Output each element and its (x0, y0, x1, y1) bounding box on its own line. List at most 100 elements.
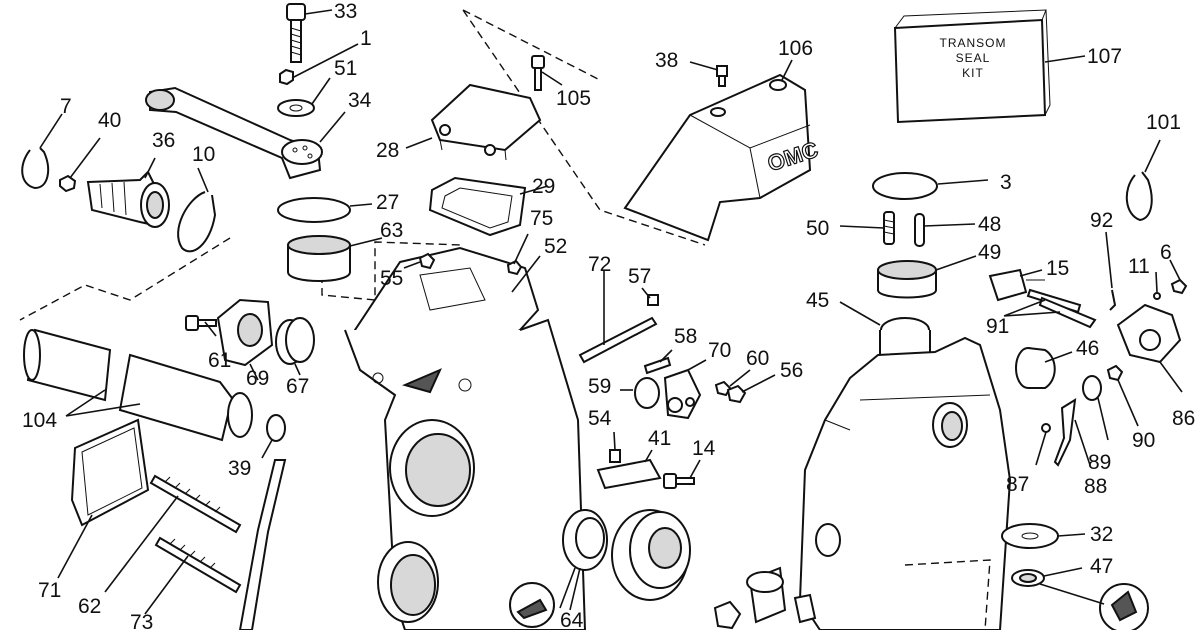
callout-7: 7 (60, 95, 72, 118)
part-107-transom-seal-kit-box (893, 9, 1051, 124)
callout-56: 56 (780, 359, 804, 382)
part-51-washer (277, 99, 315, 117)
part-57-screw (647, 294, 659, 306)
callout-41: 41 (648, 427, 672, 450)
part-88-lever (1053, 398, 1077, 467)
part-45-gearcase (798, 317, 1012, 630)
part-62-stud (149, 474, 242, 534)
part-50-stud (883, 211, 895, 245)
part-33-bolt (286, 3, 306, 63)
callout-62: 62 (78, 595, 102, 618)
callout-48: 48 (978, 213, 1002, 236)
part-48-pin (914, 213, 925, 247)
callout-38: 38 (655, 49, 679, 72)
service-symbol-right (1099, 583, 1149, 630)
part-67-bushing (275, 317, 315, 365)
part-41-bracket (596, 458, 662, 490)
box-line-3: KIT (962, 66, 984, 80)
callout-75: 75 (530, 207, 554, 230)
callout-101: 101 (1146, 111, 1182, 134)
callout-27: 27 (376, 191, 400, 214)
dashed-group-outline-63 (321, 241, 463, 301)
callout-87: 87 (1006, 473, 1030, 496)
callout-88: 88 (1084, 475, 1108, 498)
part-7-clamp (21, 147, 50, 190)
part-87-pin (1041, 423, 1051, 433)
part-34-arm (145, 86, 323, 180)
part-64-seal (562, 509, 608, 571)
part-54-screw (609, 449, 621, 463)
callout-105: 105 (556, 87, 592, 110)
callout-58: 58 (674, 325, 698, 348)
dashed-group-outline-left (19, 237, 231, 321)
dashed-group-outline-upper (462, 9, 706, 246)
callout-72: 72 (588, 253, 612, 276)
part-70-lever (663, 368, 702, 420)
part-49-sleeve (877, 260, 937, 299)
part-72-pin (578, 316, 658, 364)
callout-29: 29 (532, 175, 556, 198)
callout-107: 107 (1087, 45, 1123, 68)
callout-54: 54 (588, 407, 612, 430)
callout-10: 10 (192, 143, 216, 166)
callout-33: 33 (334, 0, 358, 23)
part-36-bellows (86, 170, 170, 228)
callout-92: 92 (1090, 209, 1114, 232)
box-line-1: TRANSOM (939, 36, 1007, 50)
part-106-cover: OMC (623, 73, 822, 242)
callout-15: 15 (1046, 257, 1070, 280)
callout-28: 28 (376, 139, 400, 162)
part-71-gasket (70, 418, 150, 527)
part-39-oring (266, 414, 286, 442)
part-10-clamp (177, 191, 217, 253)
leader-lines (39, 9, 1183, 615)
part-55-plug (418, 252, 436, 270)
part-29-gasket (428, 176, 527, 237)
callout-71: 71 (38, 579, 62, 602)
part-1-nut (279, 68, 294, 86)
callout-40: 40 (98, 109, 122, 132)
callout-6: 6 (1160, 241, 1172, 264)
callout-59: 59 (588, 375, 612, 398)
part-91-wires (1026, 288, 1097, 329)
part-14-screw (663, 473, 695, 489)
callout-52: 52 (544, 235, 568, 258)
part-73-stud (154, 536, 242, 594)
callout-11: 11 (1128, 255, 1150, 278)
bottom-parts (713, 566, 817, 630)
callout-14: 14 (692, 437, 716, 460)
part-59-oring (634, 377, 660, 409)
bearing-gear (611, 509, 691, 601)
callout-3: 3 (1000, 171, 1012, 194)
callout-63: 63 (380, 219, 404, 242)
part-101-clamp (1125, 171, 1153, 222)
callout-45: 45 (806, 289, 830, 312)
callout-86: 86 (1172, 407, 1196, 430)
box-line-2: SEAL (955, 51, 991, 65)
callout-57: 57 (628, 265, 652, 288)
part-58-spring (643, 356, 672, 375)
callout-50: 50 (806, 217, 830, 240)
part-28-cover (430, 83, 542, 161)
part-46-bushing (1015, 347, 1056, 389)
part-38-screw (716, 65, 728, 87)
callout-32: 32 (1090, 523, 1114, 546)
part-27-oring (277, 197, 351, 223)
part-15-sender (988, 268, 1045, 302)
part-32-washer (1001, 523, 1059, 549)
service-symbol-left (509, 582, 555, 628)
callout-55: 55 (380, 267, 404, 290)
part-90-nut (1106, 364, 1124, 382)
part-86-housing (1116, 303, 1182, 364)
callout-90: 90 (1132, 429, 1156, 452)
part-92-spring (1109, 289, 1117, 311)
part-40-nut (59, 174, 77, 193)
callout-89: 89 (1088, 451, 1112, 474)
part-11-washer (1153, 292, 1161, 300)
part-61-screw (185, 315, 217, 331)
part-104-exhaust-tubes (23, 328, 253, 442)
callout-39: 39 (228, 457, 252, 480)
callout-67: 67 (286, 375, 310, 398)
part-69-flange (216, 298, 274, 367)
